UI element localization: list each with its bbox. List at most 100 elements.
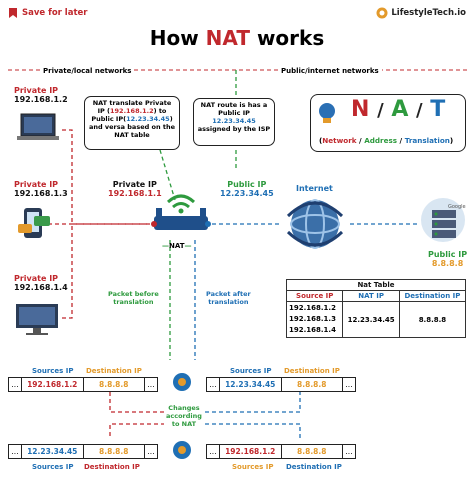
laptop-icon <box>15 112 61 146</box>
device-2-ip: 192.168.1.3 <box>14 189 68 198</box>
packet-after: ... 12.23.34.45 8.8.8.8 ... <box>206 377 356 392</box>
packet-before: ... 192.168.1.2 8.8.8.8 ... <box>8 377 158 392</box>
device-3-label: Private IP 192.168.1.4 <box>14 274 68 292</box>
packet-after-label: Packet after translation <box>206 290 251 306</box>
packet-return-public: ... 12.23.34.45 8.8.8.8 ... <box>8 444 158 459</box>
packet2-source: 12.23.34.45 <box>220 378 282 391</box>
route-callout-line2: Public IP <box>218 109 250 117</box>
device-3-type: Private IP <box>14 274 59 283</box>
packet4-dots-right: ... <box>342 445 355 458</box>
nat-table-header-nat: NAT IP <box>342 290 400 302</box>
device-1-label: Private IP 192.168.1.2 <box>14 86 68 104</box>
save-for-later-label: Save for later <box>22 8 88 18</box>
router-private-type: Private IP <box>112 180 157 189</box>
nat-letter-t: T <box>430 97 446 122</box>
packet1-source: 192.168.1.2 <box>22 378 84 391</box>
title-works: works <box>256 26 325 50</box>
title-how: How <box>149 26 199 50</box>
nat-word-network: Network <box>322 136 357 145</box>
packet4-dest-label: Destination IP <box>286 463 342 471</box>
server-icon <box>418 198 468 252</box>
save-for-later-button[interactable]: Save for later <box>8 7 87 19</box>
packet3-source: 12.23.34.45 <box>22 445 84 458</box>
translate-callout-to: ) to <box>153 107 167 115</box>
route-callout: NAT route is has a Public IP 12.23.34.45… <box>193 98 275 146</box>
brand-logo-icon <box>376 7 388 19</box>
nat-table-header-dest: Destination IP <box>398 290 467 302</box>
nat-word-translation: Translation <box>404 136 450 145</box>
nat-table-title: Nat Table <box>286 279 466 291</box>
packet1-sources-label: Sources IP <box>32 367 74 375</box>
page-title: How NAT works <box>0 26 474 50</box>
packet2-sources-label: Sources IP <box>230 367 272 375</box>
packet2-dots-left: ... <box>207 378 220 391</box>
nat-table-source-1: 192.168.1.2 <box>289 304 336 312</box>
translate-callout-close: ) <box>169 115 173 123</box>
nat-swap-icon-bottom <box>172 440 192 464</box>
public-section-label: Public/internet networks <box>278 67 382 75</box>
route-callout-ip: 12.23.34.45 <box>212 117 256 125</box>
device-1-ip: 192.168.1.2 <box>14 95 68 104</box>
translate-callout-line5: NAT table <box>114 131 150 139</box>
packet1-dots-right: ... <box>144 378 157 391</box>
server-ip: 8.8.8.8 <box>431 259 464 268</box>
server-label: Public IP 8.8.8.8 <box>428 250 467 268</box>
internet-label: Internet <box>296 184 333 193</box>
server-ip-type: Public IP <box>428 250 468 259</box>
router-private-label: Private IP 192.168.1.1 <box>108 180 162 198</box>
nat-acronym-box: N / A / T (Network / Address / Translati… <box>310 94 466 152</box>
packet4-dest: 8.8.8.8 <box>297 447 327 456</box>
nat-table-source-3: 192.168.1.4 <box>289 326 336 334</box>
router-public-ip: 12.23.34.45 <box>220 189 274 198</box>
route-callout-line4: assigned by the ISP <box>197 125 271 133</box>
router-public-type: Public IP <box>227 180 267 189</box>
packet3-dots-left: ... <box>9 445 22 458</box>
nat-table-dest-ip: 8.8.8.8 <box>398 301 467 338</box>
nat-letter-n: N <box>351 97 370 122</box>
nat-word-sep-1: / <box>359 136 362 145</box>
nat-sep-2: / <box>416 100 423 121</box>
device-2-type: Private IP <box>14 180 59 189</box>
packet2-dest: 8.8.8.8 <box>297 380 327 389</box>
packet3-dest: 8.8.8.8 <box>99 447 129 456</box>
translate-callout-private-ip: 192.168.1.2 <box>110 107 154 115</box>
translate-callout-line1: NAT translate Private <box>92 99 172 107</box>
changes-label: Changes according to NAT <box>164 404 204 428</box>
packet3-dots-right: ... <box>144 445 157 458</box>
brand-name: LifestyleTech.io <box>391 8 466 18</box>
packet-return-private: ... 192.168.1.2 8.8.8.8 ... <box>206 444 356 459</box>
nat-sep-1: / <box>377 100 384 121</box>
translate-callout-line4: and versa based on the <box>88 123 176 131</box>
packet4-sources-label: Sources IP <box>232 463 274 471</box>
private-section-label: Private/local networks <box>40 67 135 75</box>
packet4-source: 192.168.1.2 <box>220 445 282 458</box>
router-icon <box>150 188 212 244</box>
nat-word-address: Address <box>364 136 398 145</box>
router-public-label: Public IP 12.23.34.45 <box>220 180 274 198</box>
nat-table: Nat Table Source IP NAT IP Destination I… <box>285 279 467 338</box>
title-nat: NAT <box>205 26 250 50</box>
idea-icon <box>315 101 339 129</box>
desktop-icon <box>14 302 60 340</box>
nat-swap-icon-top <box>172 372 192 396</box>
packet2-dots-right: ... <box>342 378 355 391</box>
packet4-dots-left: ... <box>207 445 220 458</box>
route-callout-line1: NAT route is has a <box>200 101 268 109</box>
nat-table-source-2: 192.168.1.3 <box>289 315 336 323</box>
packet-before-label: Packet before translation <box>108 290 159 306</box>
packet1-dest: 8.8.8.8 <box>99 380 129 389</box>
packet1-dest-label: Destination IP <box>86 367 142 375</box>
device-2-label: Private IP 192.168.1.3 <box>14 180 68 198</box>
bookmark-icon <box>9 8 17 18</box>
globe-icon <box>282 196 348 256</box>
device-3-ip: 192.168.1.4 <box>14 283 68 292</box>
nat-table-header-source: Source IP <box>285 290 344 302</box>
phone-chat-icon <box>18 206 52 246</box>
router-private-ip: 192.168.1.1 <box>108 189 162 198</box>
device-1-type: Private IP <box>14 86 59 95</box>
translate-callout: NAT translate Private IP (192.168.1.2) t… <box>84 96 180 150</box>
packet1-dots-left: ... <box>9 378 22 391</box>
translate-callout-public-open: Public IP( <box>91 115 127 123</box>
google-logo: Google <box>448 204 466 210</box>
